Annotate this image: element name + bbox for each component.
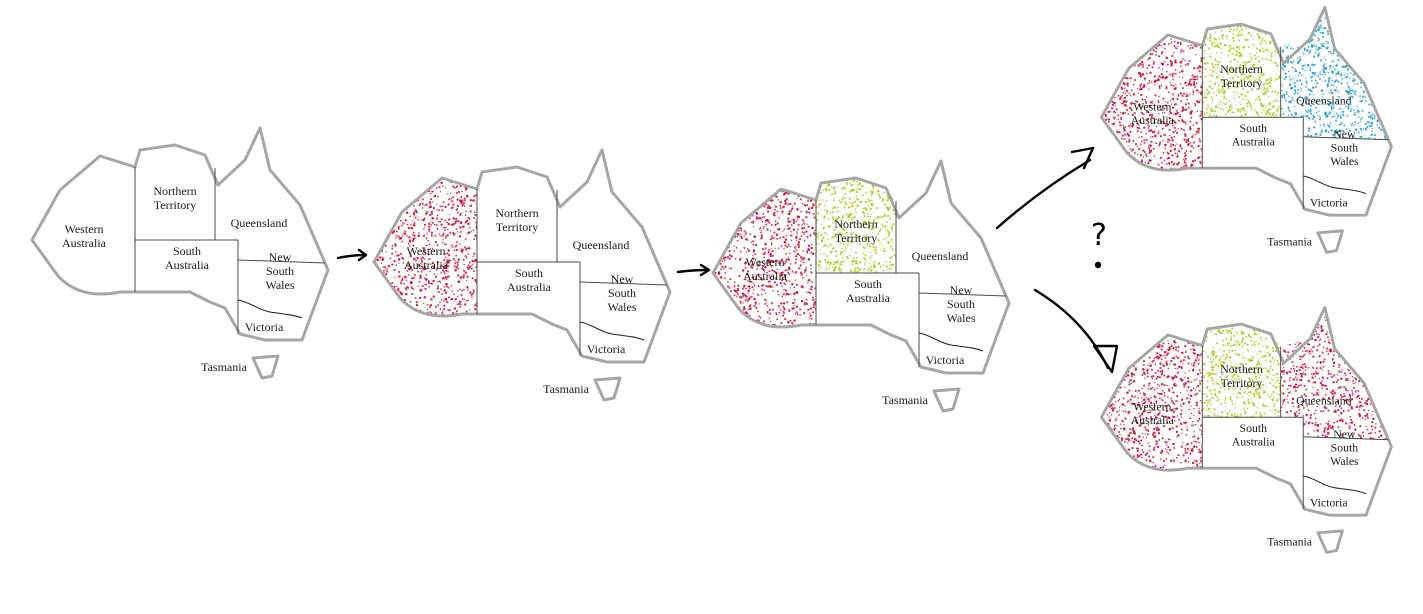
question-mark: ? — [1091, 218, 1107, 269]
label-qld: Queensland — [573, 238, 630, 252]
arrow-to-blue-map — [995, 146, 1095, 230]
label-qld: Queensland — [231, 216, 288, 230]
label-qld: Queensland — [1296, 394, 1352, 407]
arrow-1 — [336, 248, 368, 262]
label-vic: Victoria — [245, 320, 284, 334]
label-qld: Queensland — [912, 249, 969, 263]
nt-color-dots — [1202, 24, 1281, 118]
label-vic: Victoria — [926, 353, 965, 367]
label-vic: Victoria — [1310, 196, 1349, 209]
label-qld: Queensland — [1296, 94, 1352, 107]
label-tas: Tasmania — [1267, 536, 1313, 549]
label-tas: Tasmania — [1267, 236, 1313, 249]
label-tas: Tasmania — [543, 382, 589, 396]
label-tas: Tasmania — [882, 393, 928, 407]
arrow-2 — [676, 263, 711, 277]
label-vic: Victoria — [1310, 496, 1349, 509]
arrow-to-red-map — [1033, 288, 1119, 374]
label-tas: Tasmania — [201, 360, 247, 374]
label-vic: Victoria — [587, 342, 626, 356]
wa-color-dots — [713, 189, 816, 327]
